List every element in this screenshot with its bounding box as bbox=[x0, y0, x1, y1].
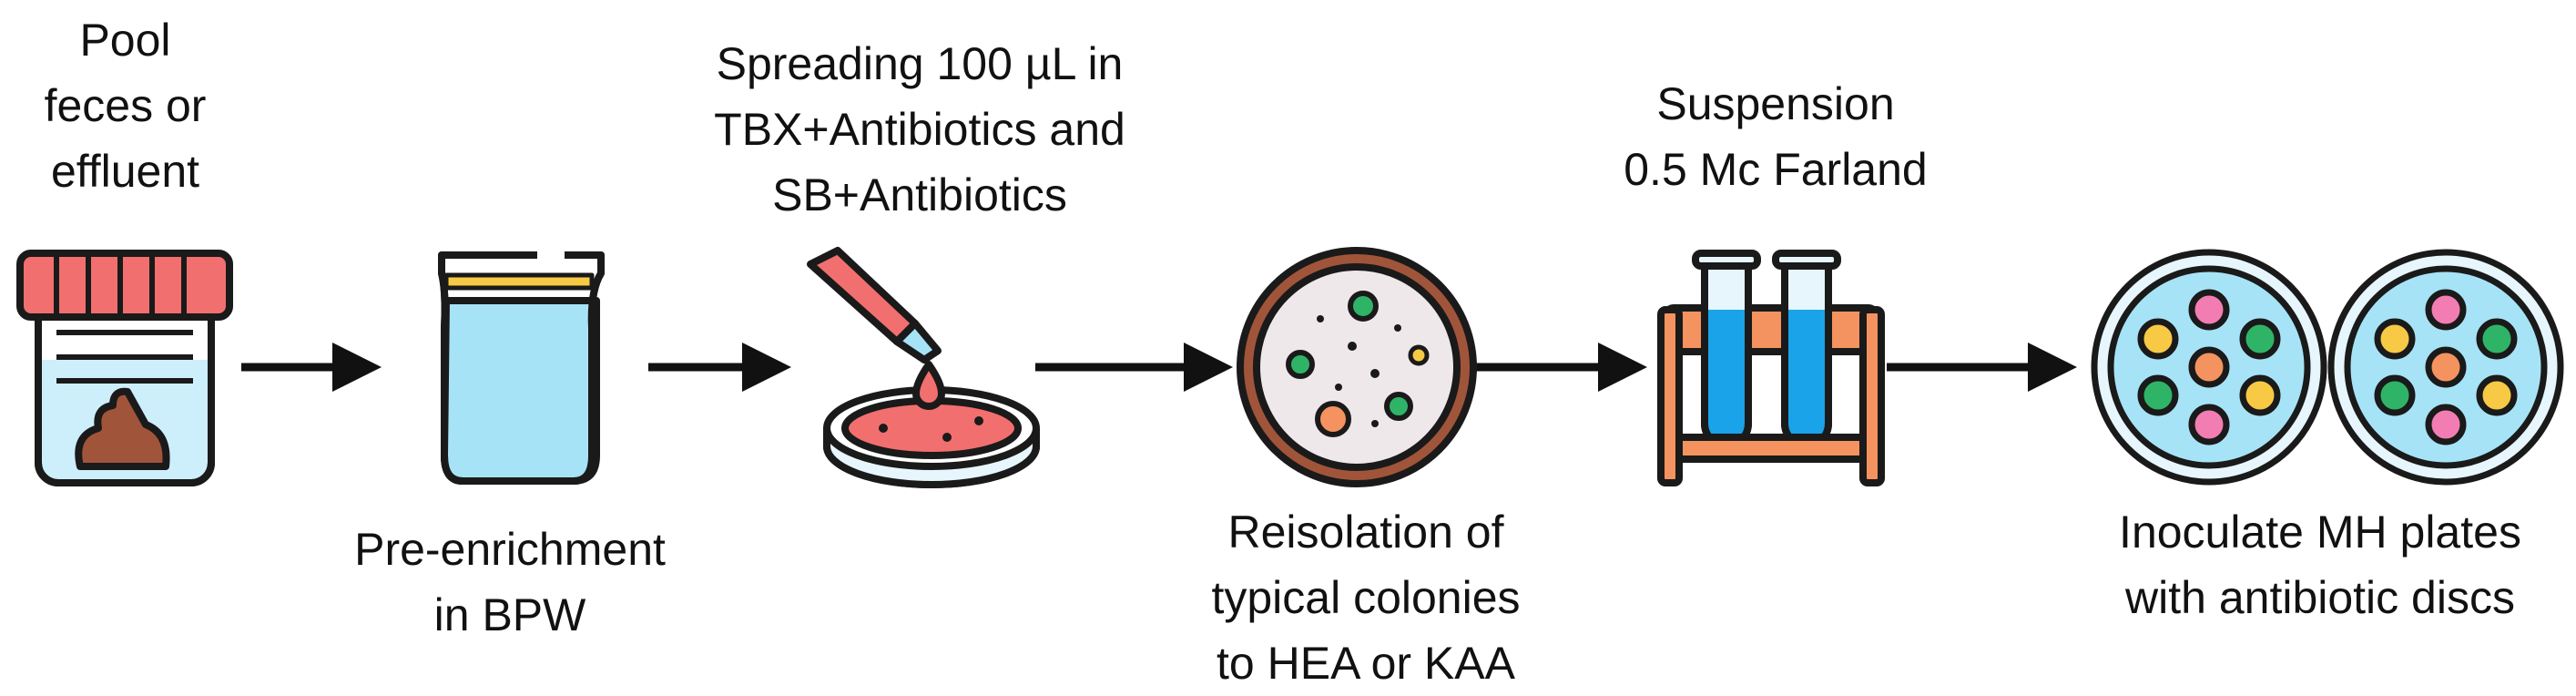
step-3-line-2: TBX+Antibiotics and bbox=[714, 104, 1125, 155]
step-1-label: Pool feces or effluent bbox=[0, 7, 250, 204]
step-5-label: Suspension 0.5 Mc Farland bbox=[1566, 71, 1985, 202]
step-2-line-2: in BPW bbox=[433, 589, 586, 640]
step-5-line-1: Suspension bbox=[1656, 78, 1895, 129]
step-4-line-3: to HEA or KAA bbox=[1217, 638, 1515, 689]
step-1-line-3: effluent bbox=[50, 146, 200, 197]
step-1-line-1: Pool bbox=[79, 15, 171, 66]
pipette-petri-dish-icon bbox=[807, 247, 1040, 488]
antibiotic-disc-plates-icon bbox=[2091, 249, 2564, 486]
step-2-line-1: Pre-enrichment bbox=[354, 524, 666, 575]
step-6-line-2: with antibiotic discs bbox=[2125, 572, 2515, 623]
step-1-line-2: feces or bbox=[44, 80, 207, 131]
step-6-label: Inoculate MH plates with antibiotic disc… bbox=[2067, 499, 2573, 630]
step-3-line-3: SB+Antibiotics bbox=[772, 169, 1067, 220]
colony-plate-icon bbox=[1237, 247, 1477, 487]
sample-container-icon bbox=[16, 250, 233, 486]
broth-bag-icon bbox=[438, 251, 605, 485]
step-6-line-1: Inoculate MH plates bbox=[2119, 507, 2521, 558]
step-5-line-2: 0.5 Mc Farland bbox=[1624, 144, 1928, 195]
step-4-line-1: Reisolation of bbox=[1227, 507, 1504, 558]
step-3-line-1: Spreading 100 µL in bbox=[716, 38, 1124, 89]
test-tube-rack-icon bbox=[1657, 250, 1885, 486]
step-3-label: Spreading 100 µL in TBX+Antibiotics and … bbox=[656, 31, 1184, 228]
step-4-label: Reisolation of typical colonies to HEA o… bbox=[1156, 499, 1575, 696]
step-4-line-2: typical colonies bbox=[1211, 572, 1521, 623]
step-2-label: Pre-enrichment in BPW bbox=[300, 517, 719, 648]
